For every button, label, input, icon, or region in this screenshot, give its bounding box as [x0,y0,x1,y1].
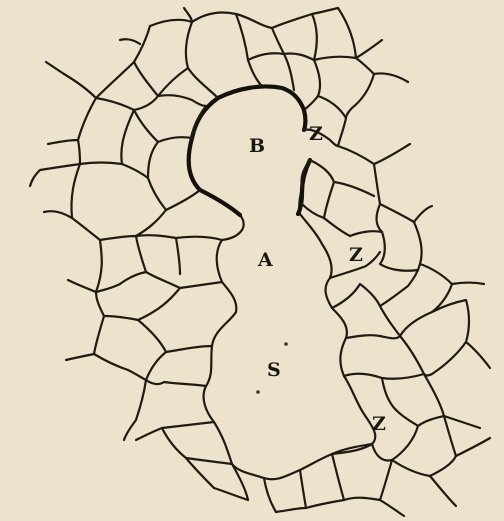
label-a: A [257,249,273,271]
label-b: B [249,135,265,157]
label-z-mid: Z [349,244,363,266]
dot-mark [284,342,288,346]
dot-mark [256,390,260,394]
label-z-bottom: Z [372,413,386,435]
label-z-top: Z [309,123,323,145]
label-s: S [267,359,281,381]
